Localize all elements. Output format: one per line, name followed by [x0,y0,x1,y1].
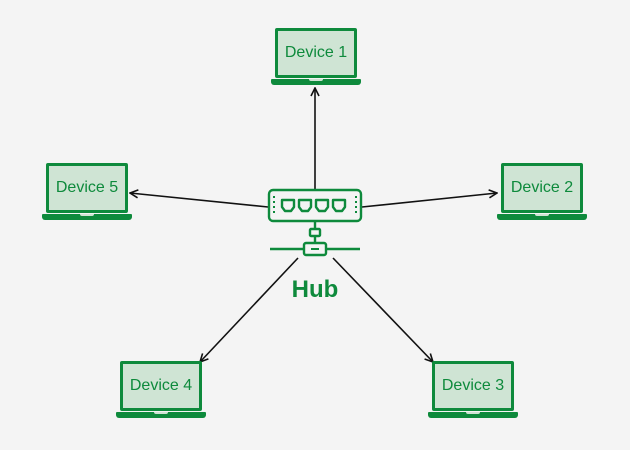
link-hub-to-device-2 [361,193,497,208]
device-3-label: Device 3 [441,377,505,394]
device-5-node: Device 5 [42,163,132,223]
device-4-node: Device 4 [116,361,206,421]
device-3-node: Device 3 [428,361,518,421]
link-hub-to-device-3 [332,257,433,362]
device-2-node: Device 2 [497,163,587,223]
device-1-node: Device 1 [271,28,361,88]
network-hub-icon [267,188,363,257]
laptop-icon: Device 3 [432,361,514,411]
link-hub-to-device-5 [130,193,269,208]
laptop-icon: Device 2 [501,163,583,213]
device-1-label: Device 1 [284,44,348,61]
laptop-icon: Device 1 [275,28,357,78]
hub-label: Hub [291,276,339,303]
device-5-label: Device 5 [55,179,119,196]
laptop-icon: Device 5 [46,163,128,213]
link-hub-to-device-4 [200,257,299,362]
laptop-icon: Device 4 [120,361,202,411]
device-2-label: Device 2 [510,179,574,196]
device-4-label: Device 4 [129,377,193,394]
